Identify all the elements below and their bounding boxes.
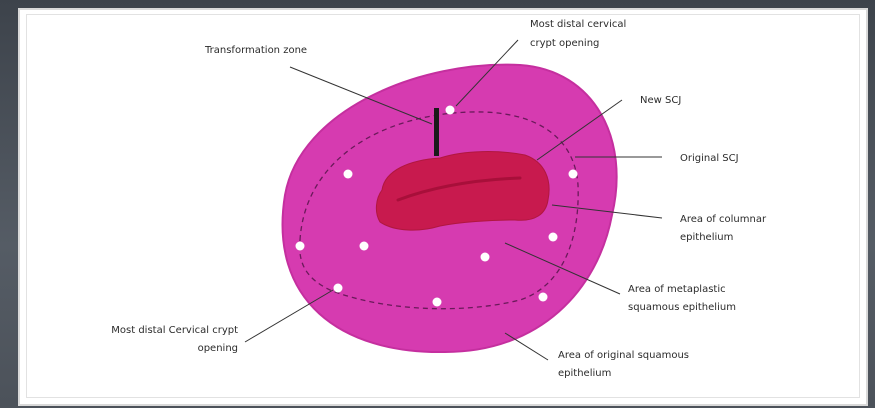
transformation-zone-marker bbox=[434, 108, 439, 156]
crypt-dot bbox=[481, 253, 490, 262]
label-columnar-2: epithelium bbox=[680, 232, 733, 243]
crypt-dot bbox=[539, 293, 548, 302]
label-most-distal-top-1: Most distal cervical bbox=[530, 19, 626, 30]
label-columnar-1: Area of columnar bbox=[680, 214, 767, 225]
label-metaplastic-1: Area of metaplastic bbox=[628, 284, 726, 295]
crypt-dot bbox=[549, 233, 558, 242]
leader-left-crypt bbox=[245, 290, 333, 342]
crypt-dot bbox=[446, 106, 455, 115]
label-new-scj: New SCJ bbox=[640, 95, 681, 106]
crypt-dot bbox=[296, 242, 305, 251]
leader-original-squamous bbox=[505, 333, 548, 360]
label-left-crypt-1: Most distal Cervical crypt bbox=[111, 325, 238, 336]
label-original-squamous-2: epithelium bbox=[558, 368, 611, 379]
label-original-squamous-1: Area of original squamous bbox=[558, 350, 689, 361]
crypt-dot bbox=[334, 284, 343, 293]
crypt-dot bbox=[360, 242, 369, 251]
label-transformation-zone: Transformation zone bbox=[204, 45, 307, 56]
label-metaplastic-2: squamous epithelium bbox=[628, 302, 736, 313]
label-left-crypt-2: opening bbox=[198, 343, 238, 354]
label-most-distal-top-2: crypt opening bbox=[530, 38, 599, 49]
crypt-dot bbox=[569, 170, 578, 179]
crypt-dot bbox=[344, 170, 353, 179]
crypt-dot bbox=[433, 298, 442, 307]
label-original-scj: Original SCJ bbox=[680, 153, 739, 164]
